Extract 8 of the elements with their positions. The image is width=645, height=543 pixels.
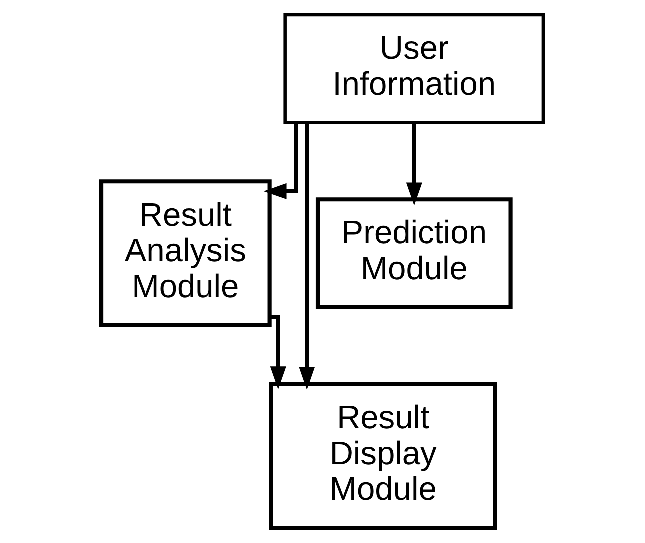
arrow [406,123,422,206]
node-box: User Information [284,13,546,124]
arrow [264,123,298,200]
arrow [299,123,316,390]
node-box: Prediction Module [316,198,513,310]
node-box: Result Display Module [269,382,498,530]
arrow [270,315,286,390]
node-box: Result Analysis Module [100,180,272,328]
